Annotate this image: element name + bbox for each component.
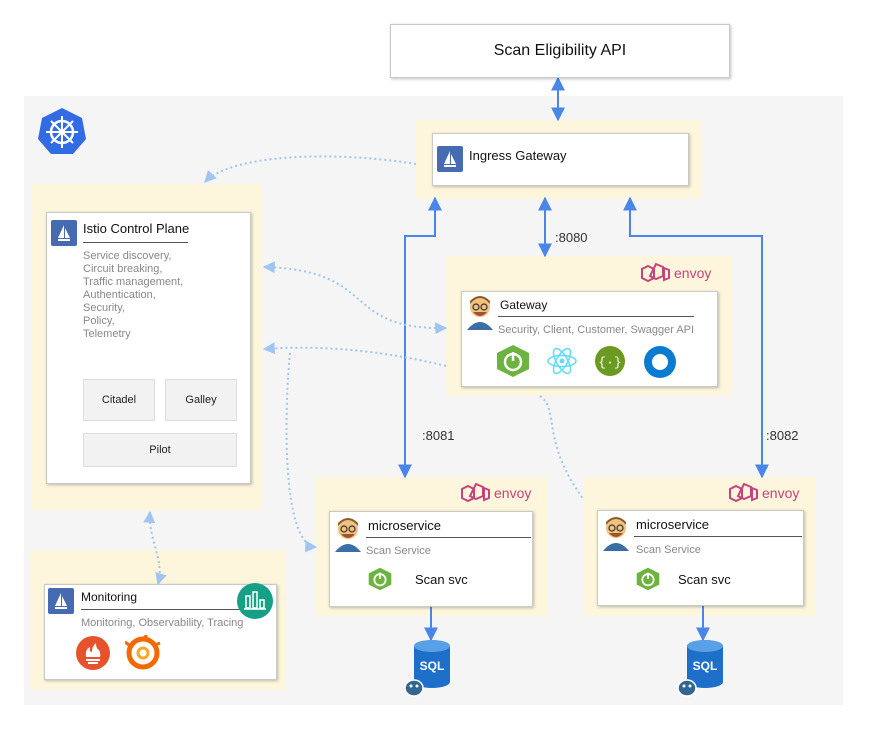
gateway-microservice-right-link (539, 395, 585, 501)
postgresql-icon (404, 679, 424, 697)
istio-icon (437, 146, 463, 172)
developer-avatar-icon (333, 516, 363, 552)
envoy-icon (461, 482, 490, 503)
title-divider (634, 536, 802, 537)
feature-item: Telemetry (83, 328, 131, 340)
control-plane-microservice-link (285, 352, 318, 553)
control-plane-monitoring-link (143, 510, 167, 586)
envoy-label-microservice-right: envoy (728, 482, 799, 504)
title-divider (366, 537, 531, 538)
citadel-box: Citadel (83, 379, 155, 421)
swagger-icon: {·} (594, 345, 626, 377)
istio-icon (51, 220, 77, 246)
envoy-text: envoy (494, 485, 532, 501)
ingress-control-plane-link (204, 155, 417, 183)
spring-boot-icon (495, 344, 531, 378)
istio-control-plane-card: Istio Control Plane Service discovery, C… (46, 212, 251, 484)
sql-database-left: SQL (404, 638, 454, 700)
spring-boot-icon (635, 567, 661, 591)
monitoring-description: Monitoring, Observability, Tracing (81, 617, 244, 629)
envoy-text: envoy (674, 265, 712, 281)
feature-item: Traffic management, (83, 276, 184, 288)
spring-boot-icon (367, 567, 393, 591)
microservice-description: Scan Service (636, 544, 701, 556)
db-label: SQL (693, 659, 718, 673)
port-8080-label: :8080 (555, 230, 588, 245)
envoy-text: envoy (762, 485, 800, 501)
title-divider (81, 609, 241, 610)
circle-ring-icon (643, 345, 677, 379)
microservice-card-right: microservice Scan Service Scan svc (597, 510, 804, 606)
gateway-pilot-link (262, 342, 447, 367)
svg-text:{·}: {·} (598, 355, 621, 370)
db-label: SQL (420, 659, 445, 673)
gateway-card: Gateway Security, Client, Customer, Swag… (461, 291, 718, 387)
sql-database-icon: SQL (677, 640, 723, 697)
envoy-icon (729, 482, 758, 503)
postgresql-icon (677, 679, 697, 697)
kubernetes-icon (36, 106, 88, 156)
control-plane-features: Service discovery, Circuit breaking, Tra… (83, 250, 183, 341)
sql-database-icon: SQL (404, 640, 450, 697)
microservice-title: microservice (636, 517, 709, 532)
prometheus-icon (75, 635, 111, 671)
galley-box: Galley (165, 379, 237, 421)
istio-icon (48, 588, 74, 614)
sql-database-right: SQL (677, 638, 727, 700)
grafana-icon (125, 635, 161, 671)
title-divider (498, 316, 694, 317)
scan-svc-label: Scan svc (415, 572, 468, 587)
developer-avatar-icon (465, 294, 495, 330)
microservice-title: microservice (368, 518, 441, 533)
scan-svc-label: Scan svc (678, 572, 731, 587)
port-8081-label: :8081 (422, 428, 455, 443)
port-8082-label: :8082 (766, 428, 799, 443)
ingress-gateway-card: Ingress Gateway (432, 133, 689, 186)
ingress-microservice-right-arrow (623, 196, 769, 479)
gateway-title: Gateway (500, 298, 548, 312)
envoy-label-microservice-left: envoy (460, 482, 531, 504)
monitoring-title: Monitoring (81, 590, 138, 604)
control-plane-title: Istio Control Plane (83, 221, 190, 236)
gateway-control-plane-link (262, 261, 448, 335)
feature-item: Service discovery, (83, 250, 172, 262)
microservice-description: Scan Service (366, 545, 431, 557)
scan-eligibility-api-box: Scan Eligibility API (390, 24, 730, 78)
feature-item: Circuit breaking, (83, 263, 163, 275)
title-divider (83, 242, 188, 243)
ingress-gateway-label: Ingress Gateway (469, 148, 567, 163)
chart-icon (237, 583, 273, 619)
microservice-card-left: microservice Scan Service Scan svc (329, 511, 533, 607)
feature-item: Security, (83, 302, 125, 314)
gateway-description: Security, Client, Customer, Swagger API (498, 324, 695, 336)
react-icon (546, 346, 578, 376)
feature-item: Authentication, (83, 289, 156, 301)
feature-item: Policy, (83, 315, 115, 327)
pilot-box: Pilot (83, 433, 237, 467)
envoy-icon (641, 262, 670, 283)
envoy-label-gateway: envoy (640, 262, 711, 284)
developer-avatar-icon (601, 515, 631, 551)
api-label: Scan Eligibility API (493, 42, 627, 59)
